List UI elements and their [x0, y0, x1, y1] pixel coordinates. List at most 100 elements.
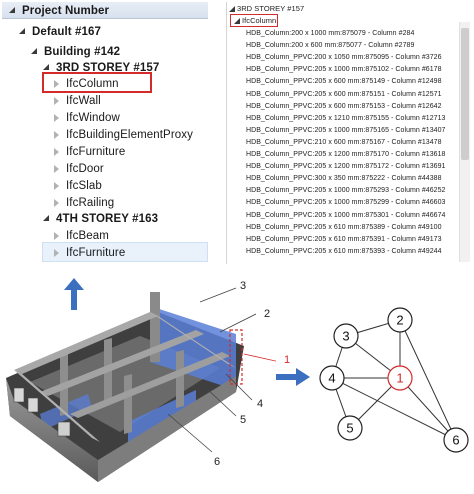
tree-row-building[interactable]: Building #142	[30, 42, 120, 61]
column-list-item[interactable]: HDB_Column_PPVC:205 x 610 mm:875391 - Co…	[246, 235, 442, 243]
tree-row-ifccolumn[interactable]: IfcColumn	[52, 74, 119, 93]
graph-node-label: 6	[452, 433, 459, 448]
column-list-item[interactable]: HDB_Column_PPVC:205 x 1000 mm:875102 - C…	[246, 66, 442, 74]
column-list-item[interactable]: HDB_Column_PPVC:205 x 610 mm:875389 - Co…	[246, 223, 442, 231]
expand-toggle-icon[interactable]	[30, 47, 39, 56]
tree-row-ifcrailing[interactable]: IfcRailing	[52, 193, 114, 212]
list-scrollbar[interactable]	[459, 22, 470, 262]
tree-row-ifcwall[interactable]: IfcWall	[52, 91, 101, 110]
column-list-item[interactable]: HDB_Column_PPVC:205 x 1000 mm:875299 - C…	[246, 199, 446, 207]
model-column	[176, 350, 184, 408]
tree-row-ifcbuildingelementproxy[interactable]: IfcBuildingElementProxy	[52, 125, 193, 144]
element-list-panel	[226, 2, 472, 264]
graph-node-label: 2	[396, 313, 403, 328]
model-beam	[150, 312, 236, 368]
tree-row-ifcdoor[interactable]: IfcDoor	[52, 159, 104, 178]
tree-row-project[interactable]: Project Number	[8, 2, 109, 20]
tree-node-label: 3RD STOREY #157	[56, 61, 160, 74]
collapse-toggle-icon[interactable]	[52, 130, 61, 139]
model-column	[124, 374, 132, 434]
tree-node-label: IfcColumn	[66, 77, 119, 90]
tree-node-label: IfcFurniture	[66, 145, 126, 158]
list-scrollbar-thumb[interactable]	[461, 28, 469, 160]
tree-node-label: IfcRailing	[66, 196, 115, 209]
tree-row-default[interactable]: Default #167	[18, 22, 101, 41]
graph-edge-1-6	[399, 377, 457, 441]
column-list-item[interactable]: HDB_Column_PPVC:205 x 600 mm:875149 - Co…	[246, 78, 442, 86]
expand-toggle-icon[interactable]	[233, 17, 240, 24]
model-beam	[14, 370, 100, 442]
graph-node-1	[387, 365, 413, 391]
callout-6: 6	[214, 456, 221, 468]
model-window	[13, 387, 25, 403]
column-list-item[interactable]: HDB_Column_PPVC:205 x 1200 mm:875170 - C…	[246, 151, 446, 158]
tree-row-ifcfurniture-4th[interactable]: IfcFurniture	[52, 243, 125, 262]
expand-toggle-icon[interactable]	[228, 5, 235, 12]
tree-node-label: IfcWall	[66, 94, 101, 107]
tree-node-label: Building #142	[44, 45, 121, 58]
column-list-item[interactable]: HDB_Column_PPVC:205 x 1000 mm:875165 - C…	[246, 126, 446, 134]
column-list-item[interactable]: HDB_Column_PPVC:205 x 600 mm:875153 - Co…	[246, 102, 442, 110]
column-list-item[interactable]: HDB_Column_PPVC:205 x 610 mm:875393 - Co…	[246, 247, 442, 255]
expand-toggle-icon[interactable]	[42, 214, 51, 223]
tree-node-label: IfcDoor	[66, 162, 104, 175]
model-column	[150, 292, 160, 362]
leader-line	[225, 373, 253, 401]
building-model-illustration	[6, 287, 276, 482]
expand-toggle-icon[interactable]	[8, 6, 17, 15]
tree-node-label: Project Number	[22, 4, 110, 17]
graph-edge-2-6	[399, 319, 457, 441]
graph-node-2	[387, 307, 413, 333]
tree-node-label: 4TH STOREY #163	[56, 212, 159, 225]
column-list-item[interactable]: HDB_Column_PPVC:210 x 600 mm:875167 - Co…	[246, 138, 442, 146]
collapse-toggle-icon[interactable]	[52, 164, 61, 173]
list-storey-row[interactable]: 3RD STOREY #157	[228, 4, 304, 13]
collapse-toggle-icon[interactable]	[52, 248, 61, 257]
column-list-item[interactable]: HDB_Column_PPVC:205 x 1210 mm:875155 - C…	[246, 114, 446, 122]
collapse-toggle-icon[interactable]	[52, 198, 61, 207]
model-window	[27, 397, 39, 413]
collapse-toggle-icon[interactable]	[52, 79, 61, 88]
tree-row-ifcslab[interactable]: IfcSlab	[52, 176, 102, 195]
tree-row-ifcfurniture[interactable]: IfcFurniture	[52, 142, 125, 161]
collapse-toggle-icon[interactable]	[52, 181, 61, 190]
column-list-item[interactable]: HDB_Column_PPVC:300 x 350 mm:875222 - Co…	[246, 175, 442, 183]
model-side-wall	[98, 376, 236, 482]
model-beam	[40, 330, 204, 396]
tree-row-ifcbeam[interactable]: IfcBeam	[52, 226, 109, 245]
graph-edge-4-6	[331, 377, 457, 441]
collapse-toggle-icon[interactable]	[52, 96, 61, 105]
callout-5: 5	[240, 414, 247, 426]
callout-4: 4	[257, 398, 264, 410]
callout-3: 3	[240, 280, 247, 292]
column-list-item[interactable]: HDB_Column_PPVC:200 x 1050 mm:875095 - C…	[246, 54, 442, 62]
leader-line	[219, 313, 257, 333]
model-beam	[70, 352, 230, 418]
column-list-item[interactable]: HDB_Column_PPVC:205 x 1000 mm:875293 - C…	[246, 187, 446, 195]
model-beam	[14, 312, 158, 374]
list-group-row[interactable]: IfcColumn	[233, 16, 276, 25]
column-list-item[interactable]: HDB_Column:200 x 600 mm:875077 - Column …	[246, 42, 415, 50]
graph-node-label: 4	[328, 371, 335, 386]
tree-row-4th-storey[interactable]: 4TH STOREY #163	[42, 209, 158, 228]
collapse-toggle-icon[interactable]	[52, 113, 61, 122]
tree-row-ifcwindow[interactable]: IfcWindow	[52, 108, 120, 127]
leader-line	[205, 387, 237, 417]
collapse-toggle-icon[interactable]	[52, 231, 61, 240]
callout-2: 2	[264, 308, 271, 320]
column-list-item[interactable]: HDB_Column_PPVC:205 x 600 mm:875151 - Co…	[246, 90, 442, 98]
collapse-toggle-icon[interactable]	[52, 147, 61, 156]
column-list-item[interactable]: HDB_Column:200 x 1000 mm:875079 - Column…	[246, 30, 415, 37]
graph-node-6	[443, 427, 469, 453]
graph-node-label: 1	[396, 371, 403, 386]
expand-toggle-icon[interactable]	[18, 27, 27, 36]
graph-node-label: 3	[342, 329, 349, 344]
model-window	[57, 421, 71, 437]
tree-row-3rd-storey[interactable]: 3RD STOREY #157	[42, 58, 159, 77]
column-list-item[interactable]: HDB_Column_PPVC:205 x 1200 mm:875172 - C…	[246, 163, 446, 171]
expand-toggle-icon[interactable]	[42, 63, 51, 72]
leader-line	[243, 353, 276, 362]
tree-selection-highlight	[42, 72, 152, 93]
column-list-item[interactable]: HDB_Column_PPVC:205 x 1000 mm:875301 - C…	[246, 211, 446, 219]
graph-node-3	[333, 323, 359, 349]
